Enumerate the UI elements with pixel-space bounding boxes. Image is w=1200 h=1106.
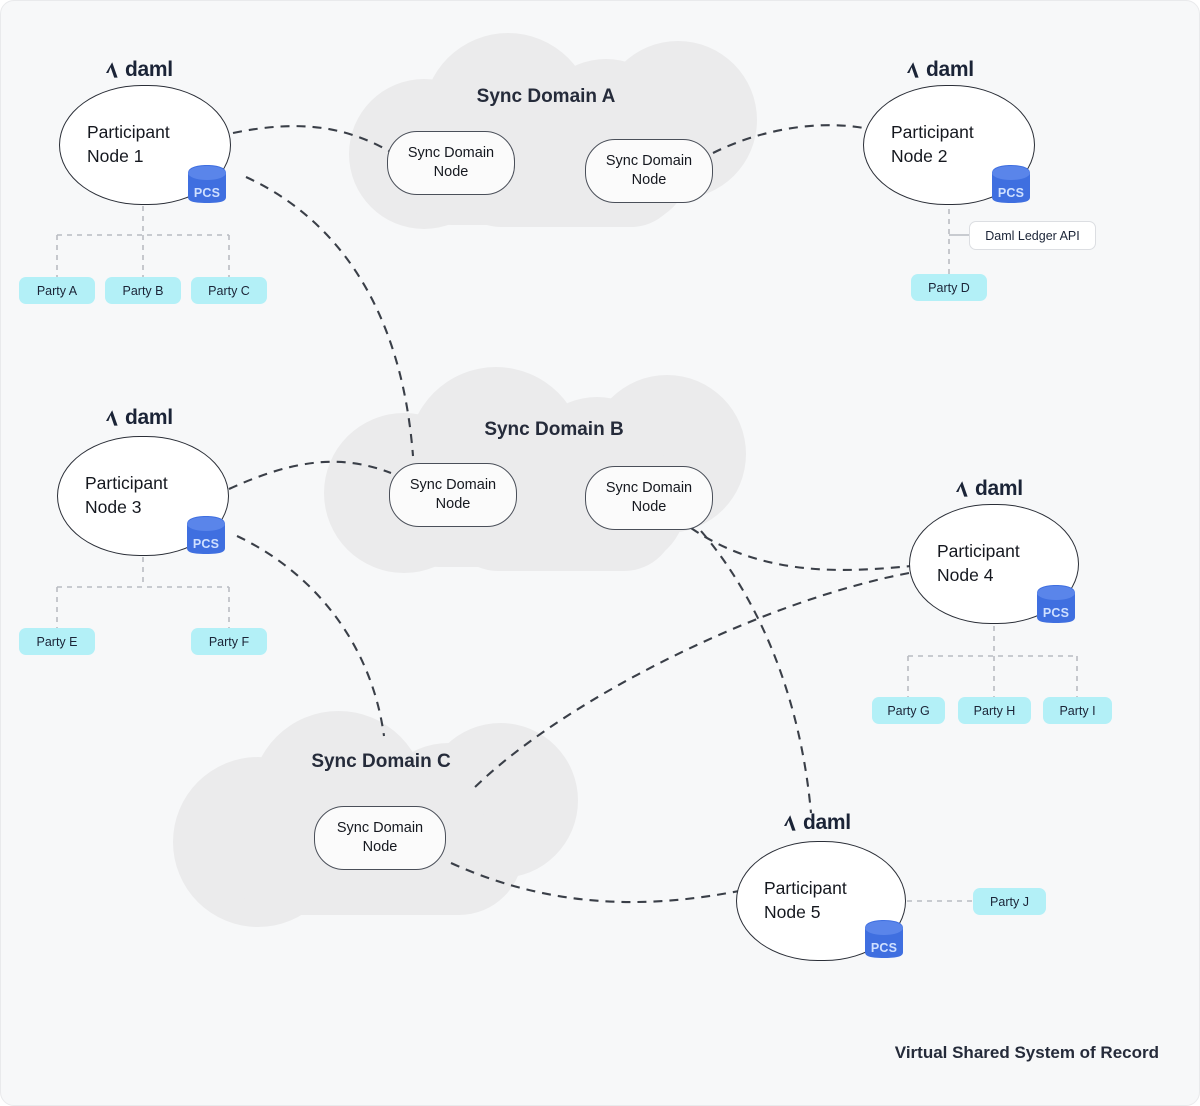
sync-node-line2: Node	[433, 164, 469, 180]
sync-domain-node-text: Sync Domain Node	[410, 476, 496, 514]
sync-node-line2: Node	[435, 496, 471, 512]
sync-node-line2: Node	[631, 499, 667, 515]
party-label: Party D	[928, 280, 970, 295]
party-label: Party E	[36, 634, 78, 649]
participant-node-label: Participant Node 3	[57, 436, 229, 556]
participant-node-label: Participant Node 1	[59, 85, 231, 205]
lambda-mark-icon	[783, 814, 798, 832]
sync-domain-b-node-1[interactable]: Sync Domain Node	[389, 463, 517, 527]
participant-line2: Node 1	[87, 146, 144, 166]
party-label: Party J	[990, 894, 1029, 909]
lambda-mark-icon	[105, 61, 120, 79]
sync-domain-node-text: Sync Domain Node	[408, 144, 494, 182]
party-chip-b[interactable]: Party B	[105, 277, 181, 304]
sync-domain-c-node-1[interactable]: Sync Domain Node	[314, 806, 446, 870]
daml-logo-text: daml	[125, 58, 173, 81]
sync-node-line1: Sync Domain	[409, 477, 497, 494]
pcs-store-node1[interactable]: PCS	[186, 163, 228, 205]
party-chip-c[interactable]: Party C	[191, 277, 267, 304]
party-chip-i[interactable]: Party I	[1043, 697, 1112, 724]
pcs-label: PCS	[1042, 606, 1070, 620]
participant-node-label: Participant Node 4	[909, 504, 1079, 624]
sync-node-line1: Sync Domain	[336, 820, 424, 837]
sync-domain-node-text: Sync Domain Node	[606, 479, 692, 517]
daml-logo-node3: daml	[105, 406, 173, 430]
pcs-store-node2[interactable]: PCS	[990, 163, 1032, 205]
daml-logo-node2: daml	[906, 58, 974, 82]
daml-logo-text: daml	[975, 477, 1023, 500]
edge-node1-domainA	[232, 125, 390, 152]
party-chip-f[interactable]: Party F	[191, 628, 267, 655]
lambda-mark-icon	[906, 61, 921, 79]
daml-logo-node4: daml	[955, 477, 1023, 501]
participant-node-label: Participant Node 2	[863, 85, 1035, 205]
party-chip-e[interactable]: Party E	[19, 628, 95, 655]
party-chip-g[interactable]: Party G	[872, 697, 945, 724]
participant-line2: Node 2	[891, 146, 948, 166]
pcs-label: PCS	[192, 537, 220, 551]
pcs-store-node4[interactable]: PCS	[1035, 583, 1077, 625]
participant-line1: Participant	[87, 122, 170, 143]
sync-node-line2: Node	[631, 172, 667, 188]
edge-domainB-node4	[690, 527, 912, 572]
participant-line2: Node 4	[937, 565, 994, 585]
party-label: Party I	[1059, 703, 1096, 718]
party-chip-d[interactable]: Party D	[911, 274, 987, 301]
participant-line2: Node 5	[764, 902, 821, 922]
party-chip-h[interactable]: Party H	[958, 697, 1031, 724]
sync-node-line1: Sync Domain	[605, 480, 693, 497]
pcs-store-node3[interactable]: PCS	[185, 514, 227, 556]
edge-node1-domainB	[245, 176, 415, 457]
footer-title: Virtual Shared System of Record	[894, 1043, 1159, 1062]
party-label: Party G	[887, 703, 930, 718]
pcs-store-node5[interactable]: PCS	[863, 918, 905, 960]
sync-domain-node-text: Sync Domain Node	[606, 152, 692, 190]
party-chip-j[interactable]: Party J	[973, 888, 1046, 915]
edge-node3-domainB	[228, 460, 392, 490]
party-label: Party A	[36, 283, 78, 298]
daml-logo-text: daml	[803, 811, 851, 834]
sync-node-line1: Sync Domain	[407, 145, 495, 162]
pcs-label: PCS	[193, 186, 221, 200]
edge-domainA-node2	[712, 124, 870, 154]
pcs-label: PCS	[997, 186, 1025, 200]
daml-ledger-api-label: Daml Ledger API	[985, 228, 1080, 243]
participant-line2: Node 3	[85, 497, 142, 517]
sync-node-line2: Node	[362, 839, 398, 855]
sync-domain-a-node-2[interactable]: Sync Domain Node	[585, 139, 713, 203]
daml-logo-node1: daml	[105, 58, 173, 82]
sync-domain-b-label: Sync Domain B	[484, 419, 624, 440]
participant-line1: Participant	[85, 473, 168, 494]
party-label: Party B	[122, 283, 164, 298]
participant-line1: Participant	[764, 878, 847, 899]
participant-line1: Participant	[891, 122, 974, 143]
sync-node-line1: Sync Domain	[605, 153, 693, 170]
participant-line1: Participant	[937, 541, 1020, 562]
edge-domainC-node5	[450, 862, 740, 904]
party-label: Party C	[208, 283, 250, 298]
edge-node4-domainC	[470, 571, 910, 792]
sync-domain-b-node-2[interactable]: Sync Domain Node	[585, 466, 713, 530]
sync-domain-a-label: Sync Domain A	[476, 86, 616, 107]
sync-domain-c-label: Sync Domain C	[311, 751, 451, 772]
sync-domain-node-text: Sync Domain Node	[337, 819, 423, 857]
daml-logo-node5: daml	[783, 811, 851, 835]
daml-logo-text: daml	[125, 406, 173, 429]
daml-logo-text: daml	[926, 58, 974, 81]
party-label: Party F	[208, 634, 250, 649]
party-label: Party H	[973, 703, 1016, 718]
daml-ledger-api-box[interactable]: Daml Ledger API	[969, 221, 1096, 250]
pcs-label: PCS	[870, 941, 898, 955]
edge-domainB-node5	[700, 530, 813, 814]
sync-domain-a-node-1[interactable]: Sync Domain Node	[387, 131, 515, 195]
party-chip-a[interactable]: Party A	[19, 277, 95, 304]
lambda-mark-icon	[955, 480, 970, 498]
participant-node-label: Participant Node 5	[736, 841, 906, 961]
lambda-mark-icon	[105, 409, 120, 427]
